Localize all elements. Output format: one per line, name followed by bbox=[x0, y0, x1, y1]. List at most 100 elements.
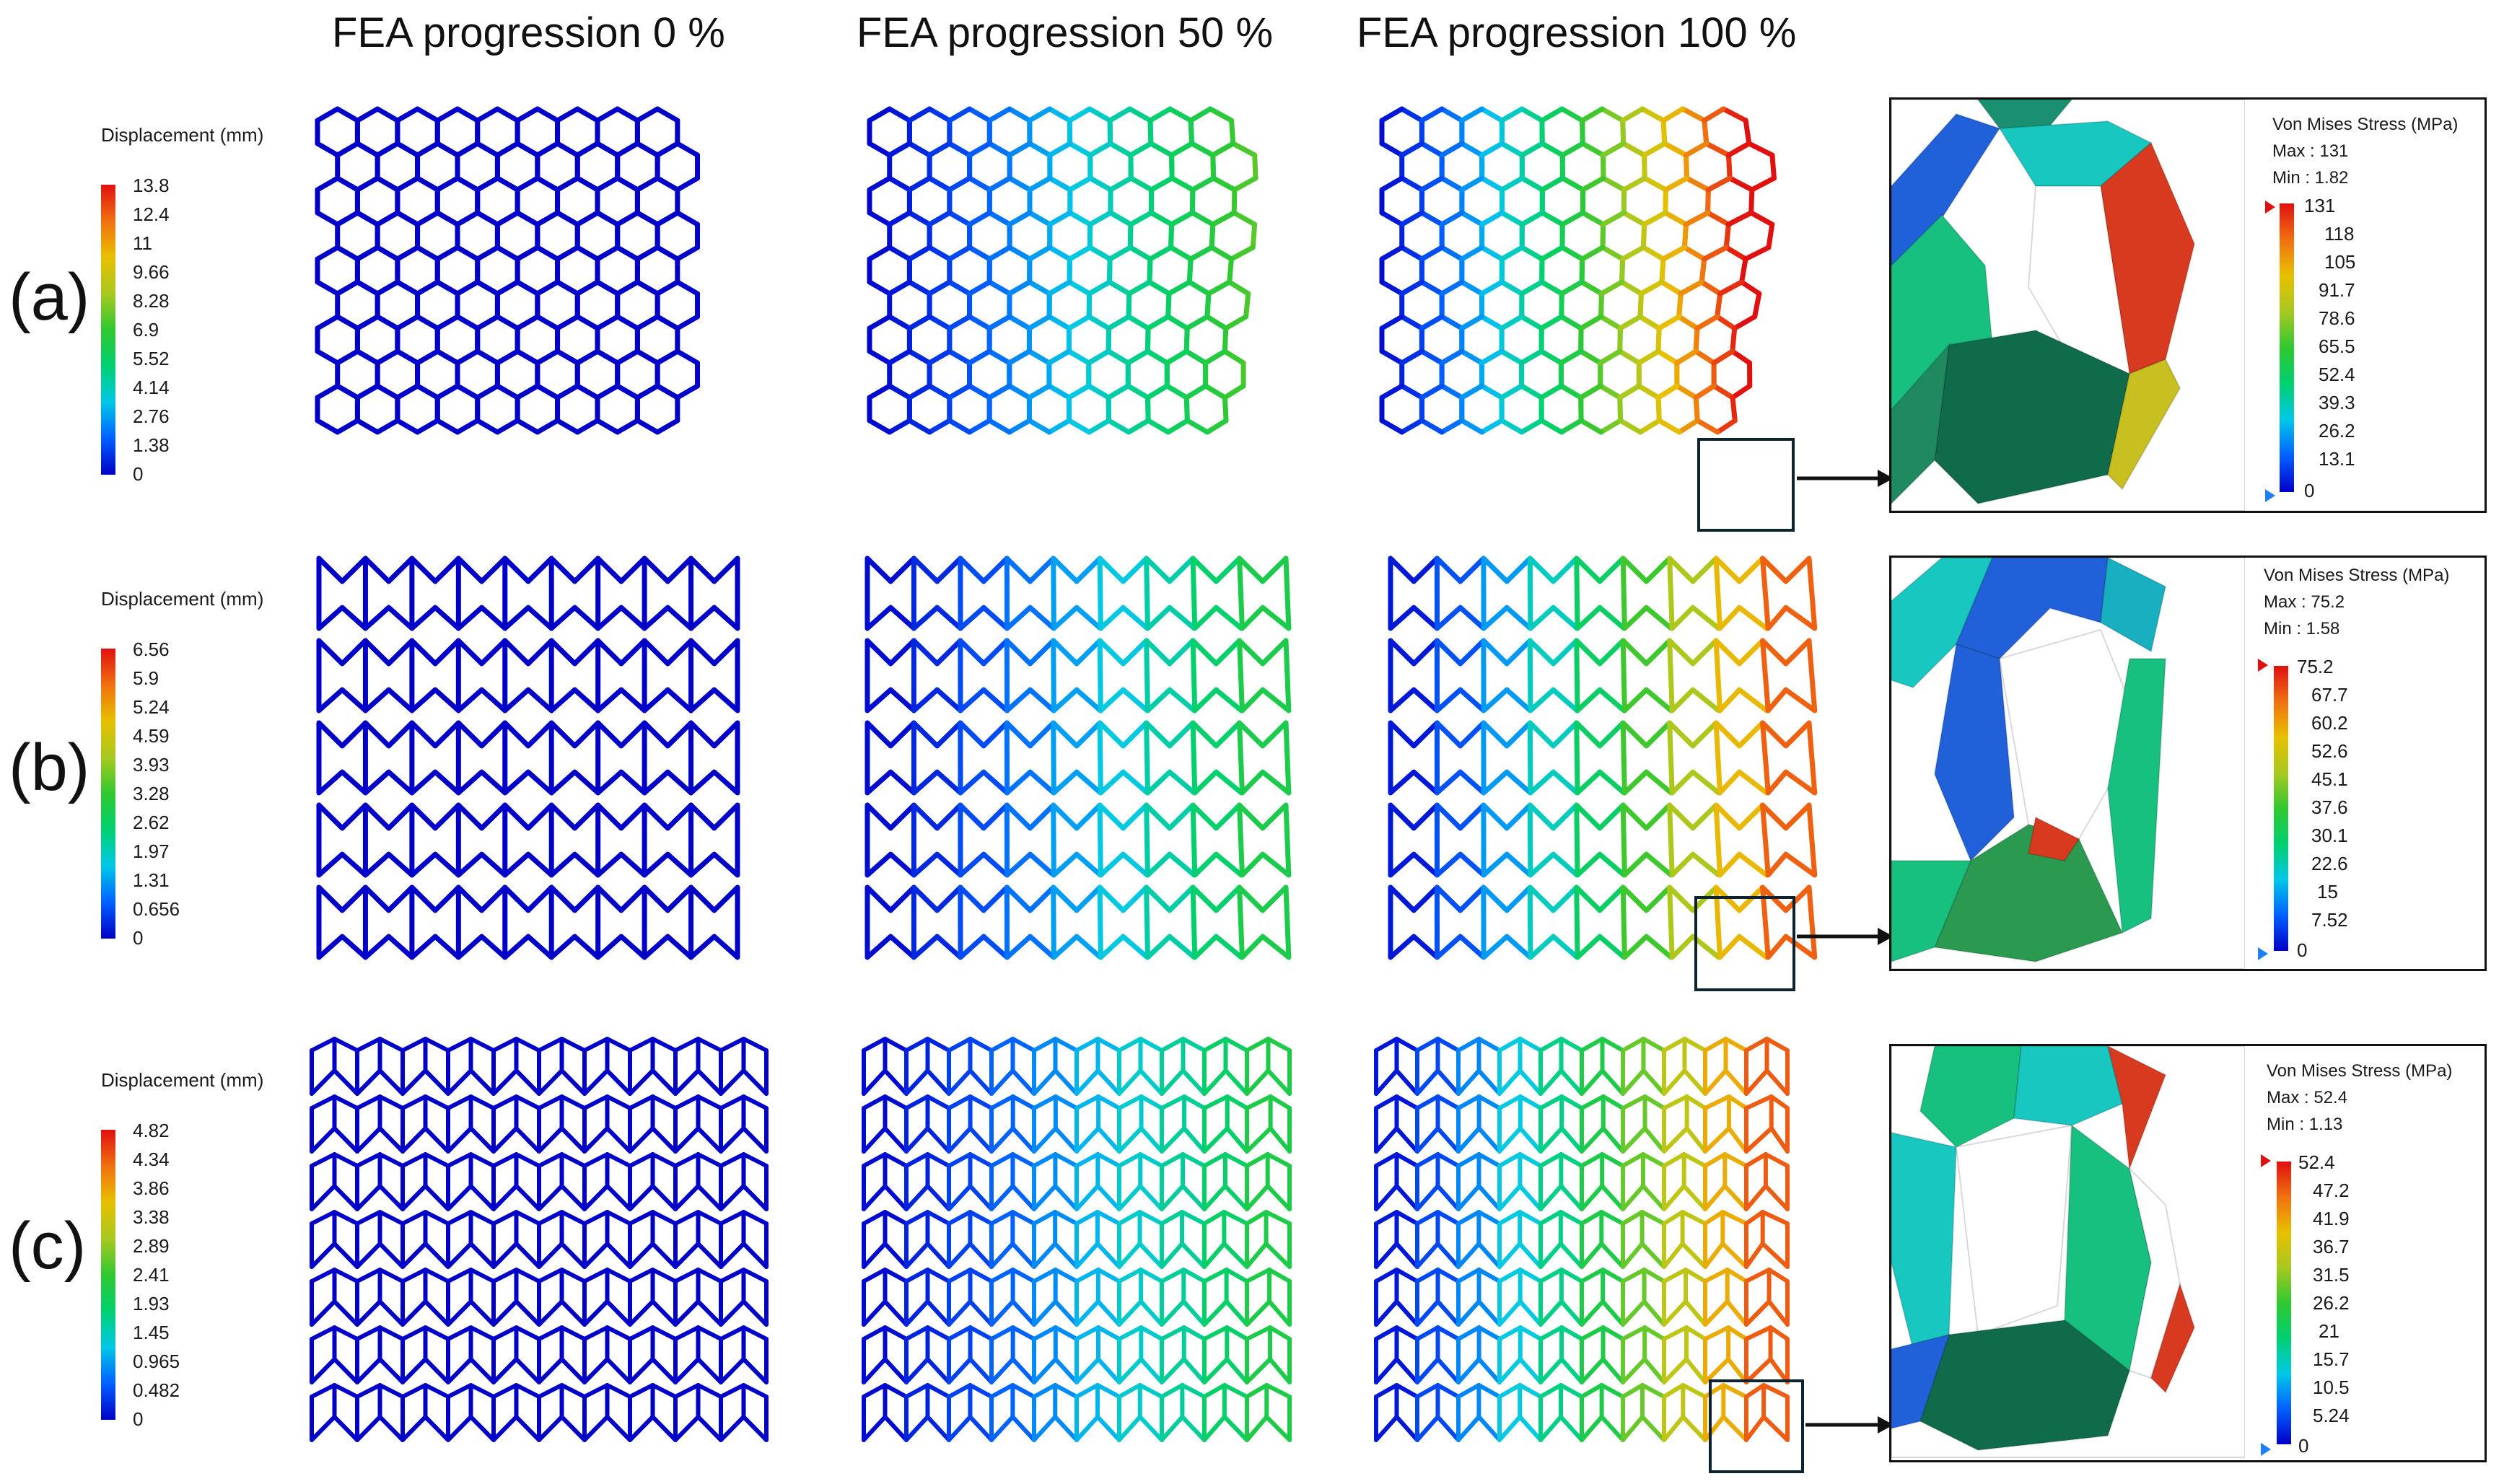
lattice-strut bbox=[1760, 802, 1771, 878]
lattice-strut bbox=[741, 1068, 769, 1096]
lattice-strut bbox=[475, 141, 500, 158]
lattice-strut bbox=[1394, 1126, 1419, 1154]
lattice-strut bbox=[446, 1184, 473, 1211]
lattice-strut bbox=[395, 418, 421, 435]
lattice-chiral-100 bbox=[1374, 1037, 1790, 1442]
lattice-strut bbox=[867, 175, 893, 193]
lattice-strut bbox=[1736, 638, 1766, 667]
lattice-strut bbox=[455, 314, 481, 331]
lattice-strut bbox=[1497, 1242, 1523, 1269]
lattice-strut bbox=[1169, 175, 1196, 193]
lattice-strut bbox=[1010, 1357, 1036, 1384]
lattice-strut bbox=[515, 245, 540, 262]
lattice-strut bbox=[1399, 348, 1424, 366]
lattice-strut bbox=[310, 1415, 337, 1442]
lattice-strut bbox=[934, 720, 963, 749]
lattice-strut bbox=[1222, 1210, 1249, 1226]
lattice-strut bbox=[1051, 884, 1080, 913]
lattice-strut bbox=[1415, 1094, 1440, 1110]
lattice-strut bbox=[719, 1268, 746, 1283]
lattice-strut bbox=[446, 1210, 473, 1226]
lattice-strut bbox=[1527, 638, 1533, 714]
lattice-strut bbox=[1007, 141, 1033, 158]
lattice-strut bbox=[335, 383, 360, 400]
lattice-strut bbox=[947, 141, 973, 158]
lattice-strut bbox=[1435, 1068, 1461, 1096]
legend-tick: 1.45 bbox=[133, 1322, 170, 1343]
lattice-strut bbox=[595, 720, 624, 749]
lattice-strut bbox=[1067, 314, 1092, 331]
lattice-strut bbox=[1713, 556, 1722, 631]
lattice-strut bbox=[1739, 256, 1748, 285]
lattice-strut bbox=[491, 1242, 519, 1269]
lattice-strut bbox=[615, 314, 640, 331]
lattice-strut bbox=[1190, 638, 1198, 714]
lattice-strut bbox=[1559, 175, 1586, 193]
lattice-strut bbox=[1725, 141, 1752, 158]
lattice-strut bbox=[455, 802, 485, 831]
lattice-strut bbox=[989, 1383, 1015, 1399]
lattice-strut bbox=[548, 802, 577, 831]
lattice-strut bbox=[1458, 720, 1487, 749]
lattice-strut bbox=[968, 1415, 994, 1442]
lattice-strut bbox=[1439, 348, 1465, 366]
lattice-strut bbox=[1374, 1210, 1399, 1226]
lattice-strut bbox=[1476, 1184, 1502, 1211]
lattice-strut bbox=[989, 1325, 1015, 1341]
stress-min: Min : 1.13 bbox=[2267, 1115, 2343, 1135]
lattice-strut bbox=[537, 1094, 564, 1110]
lattice-strut bbox=[1744, 1152, 1768, 1168]
lattice-strut bbox=[1374, 1037, 1399, 1053]
lattice-strut bbox=[354, 314, 380, 331]
lattice-strut bbox=[1643, 556, 1673, 584]
lattice-strut bbox=[1551, 605, 1580, 631]
lattice-strut bbox=[947, 279, 973, 297]
lattice-strut bbox=[1726, 1094, 1748, 1110]
strut-face bbox=[1891, 113, 2001, 267]
lattice-strut bbox=[1223, 1037, 1249, 1053]
lattice-strut bbox=[1518, 1415, 1543, 1442]
lattice-strut bbox=[354, 383, 380, 400]
lattice-strut bbox=[1459, 141, 1485, 158]
lattice-strut bbox=[559, 1357, 587, 1384]
lattice-strut bbox=[1600, 1184, 1625, 1211]
lattice-strut bbox=[1222, 1383, 1249, 1399]
lattice-strut bbox=[1703, 1268, 1730, 1283]
lattice-strut bbox=[1717, 687, 1742, 714]
lattice-strut bbox=[888, 687, 916, 714]
lattice-strut bbox=[947, 383, 973, 400]
lattice-strut bbox=[423, 1152, 450, 1168]
lattice-strut bbox=[1539, 106, 1565, 123]
lattice-strut bbox=[491, 1268, 519, 1283]
lattice-strut bbox=[1202, 1383, 1227, 1399]
lattice-strut bbox=[415, 279, 440, 297]
lattice-strut bbox=[1597, 802, 1626, 831]
lattice-strut bbox=[423, 1415, 450, 1442]
legend-tick: 2.76 bbox=[133, 405, 170, 427]
lattice-strut bbox=[1004, 605, 1033, 631]
lattice-strut bbox=[634, 314, 660, 331]
lattice-strut bbox=[1744, 1383, 1767, 1399]
lattice-strut bbox=[867, 245, 893, 262]
lattice-strut bbox=[986, 418, 1012, 435]
lattice-strut bbox=[655, 175, 680, 193]
lattice-strut bbox=[1202, 1037, 1228, 1053]
lattice-strut bbox=[339, 605, 368, 631]
lattice-strut bbox=[1283, 884, 1292, 960]
lattice-strut bbox=[1601, 1094, 1625, 1110]
lattice-strut bbox=[515, 348, 540, 366]
lattice-strut bbox=[1095, 1152, 1121, 1168]
lattice-strut bbox=[1167, 638, 1196, 667]
lattice-strut bbox=[535, 245, 561, 262]
lattice-strut bbox=[1558, 1242, 1584, 1269]
lattice-strut bbox=[675, 245, 701, 262]
lattice-strut bbox=[1558, 383, 1584, 400]
lattice-strut bbox=[642, 769, 670, 796]
lattice-strut bbox=[628, 1037, 655, 1053]
lattice-strut bbox=[1720, 106, 1748, 123]
lattice-strut bbox=[864, 556, 893, 584]
lattice-strut bbox=[864, 802, 893, 831]
lattice-strut bbox=[1148, 141, 1175, 158]
lattice-strut bbox=[1435, 1210, 1461, 1226]
lattice-strut bbox=[1617, 314, 1643, 331]
